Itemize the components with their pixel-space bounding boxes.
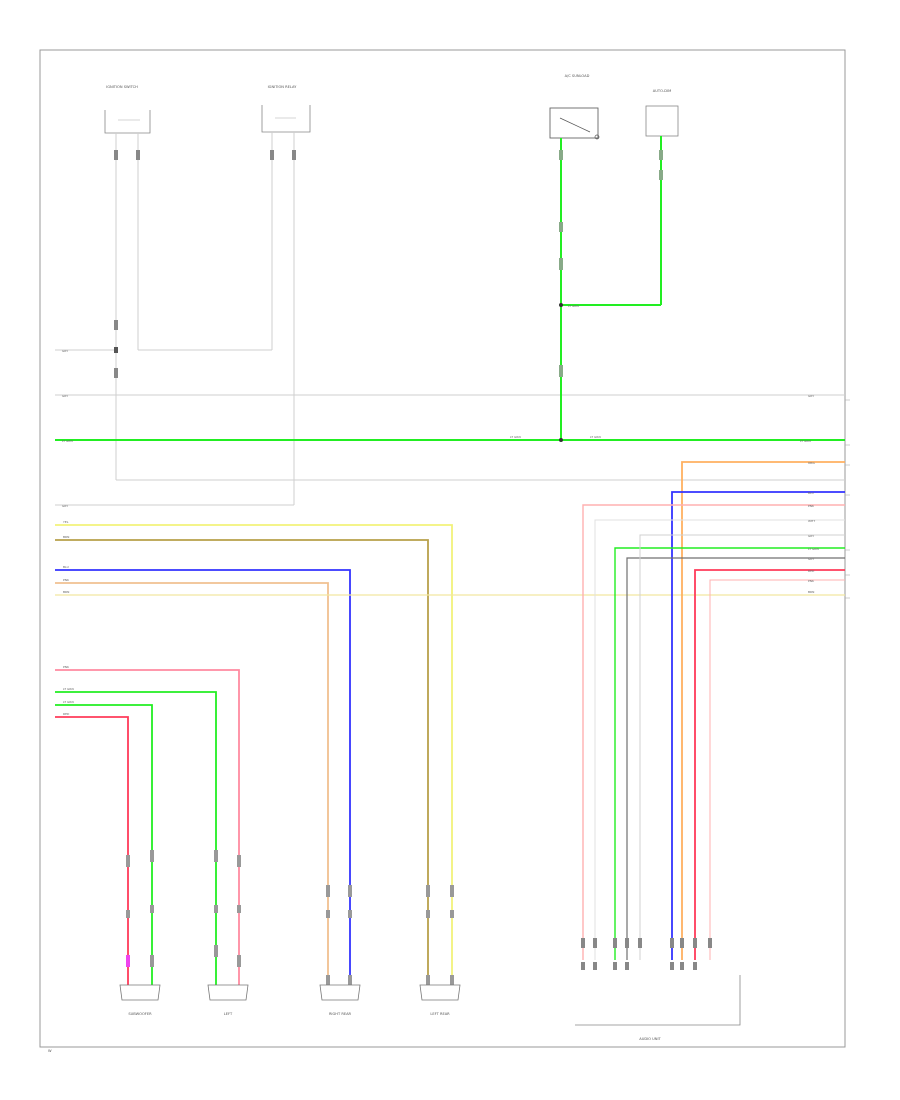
speaker-1: SUBWOOFER xyxy=(119,984,161,1016)
svg-text:LT GRN: LT GRN xyxy=(62,439,73,443)
top-switch-1: IGNITION SWITCH xyxy=(104,85,151,134)
speaker-3-label: RIGHT REAR xyxy=(329,1012,352,1016)
connector-pins-top xyxy=(114,150,296,378)
audio-module: AUDIO UNIT xyxy=(575,975,741,1041)
svg-text:BRN: BRN xyxy=(63,535,69,539)
gray-wires-top xyxy=(55,132,845,506)
svg-text:PNK: PNK xyxy=(808,579,815,583)
top-switch-1-label: IGNITION SWITCH xyxy=(106,85,138,89)
svg-text:LT GRN: LT GRN xyxy=(510,435,521,439)
svg-text:GRY: GRY xyxy=(808,394,814,398)
svg-text:GRY: GRY xyxy=(808,534,814,538)
svg-text:LT GRN: LT GRN xyxy=(808,547,819,551)
svg-text:WHT: WHT xyxy=(808,519,815,523)
svg-text:RED: RED xyxy=(63,712,70,716)
top-switch-2-label: IGNITION RELAY xyxy=(268,85,298,89)
svg-text:PNK: PNK xyxy=(63,665,70,669)
speaker-wires-mid xyxy=(55,524,845,985)
svg-text:BRN: BRN xyxy=(808,590,814,594)
module-wire-labels: ORG BLU PNK WHT GRY LT GRN GRY RED PNK xyxy=(808,461,819,583)
module-pins xyxy=(581,938,712,970)
svg-text:ORG: ORG xyxy=(808,461,815,465)
top-heater-label: A/C SUNLOAD xyxy=(565,74,590,78)
top-switch-2: IGNITION RELAY xyxy=(261,85,311,133)
speaker-1-label: SUBWOOFER xyxy=(128,1012,152,1016)
speaker-2: LEFT xyxy=(207,984,249,1016)
left-wire-labels: GRY LT GRN GRY GRY LT GRN LT GRN LT GRN … xyxy=(62,304,814,508)
mid-wire-labels: YEL BRN BLU PNK BRN BRN xyxy=(63,520,814,594)
svg-text:LT GRN: LT GRN xyxy=(63,700,74,704)
svg-text:LT GRN: LT GRN xyxy=(800,439,811,443)
low-wire-labels: PNK LT GRN LT GRN RED xyxy=(63,665,74,716)
edge-ticks xyxy=(845,399,850,599)
svg-text:GRY: GRY xyxy=(62,394,68,398)
svg-text:LT GRN: LT GRN xyxy=(63,687,74,691)
speaker-wires-low xyxy=(55,669,240,985)
module-wires xyxy=(582,461,845,960)
speaker-pins xyxy=(126,850,454,985)
top-sensor: AUTO-DIM xyxy=(645,89,679,137)
svg-text:BRN: BRN xyxy=(63,590,69,594)
module-label: AUDIO UNIT xyxy=(639,1037,661,1041)
green-wire-pins xyxy=(559,150,663,442)
svg-text:GRY: GRY xyxy=(808,557,814,561)
svg-text:YEL: YEL xyxy=(63,520,69,524)
svg-text:LT GRN: LT GRN xyxy=(590,435,601,439)
svg-text:GRY: GRY xyxy=(62,504,68,508)
svg-text:GRY: GRY xyxy=(62,349,68,353)
svg-text:RED: RED xyxy=(808,569,815,573)
top-sensor-label: AUTO-DIM xyxy=(653,89,671,93)
speaker-4: LEFT REAR xyxy=(419,984,461,1016)
speaker-3: RIGHT REAR xyxy=(319,984,361,1016)
green-wires xyxy=(55,136,845,441)
speaker-4-label: LEFT REAR xyxy=(430,1012,450,1016)
svg-text:PNK: PNK xyxy=(808,504,815,508)
svg-text:BLU: BLU xyxy=(63,565,69,569)
speaker-2-label: LEFT xyxy=(224,1012,233,1016)
svg-text:LT GRN: LT GRN xyxy=(568,304,579,308)
svg-text:PNK: PNK xyxy=(63,578,70,582)
svg-text:BLU: BLU xyxy=(808,491,814,495)
footer-tag: W xyxy=(48,1049,52,1053)
top-heater: A/C SUNLOAD xyxy=(549,74,600,140)
